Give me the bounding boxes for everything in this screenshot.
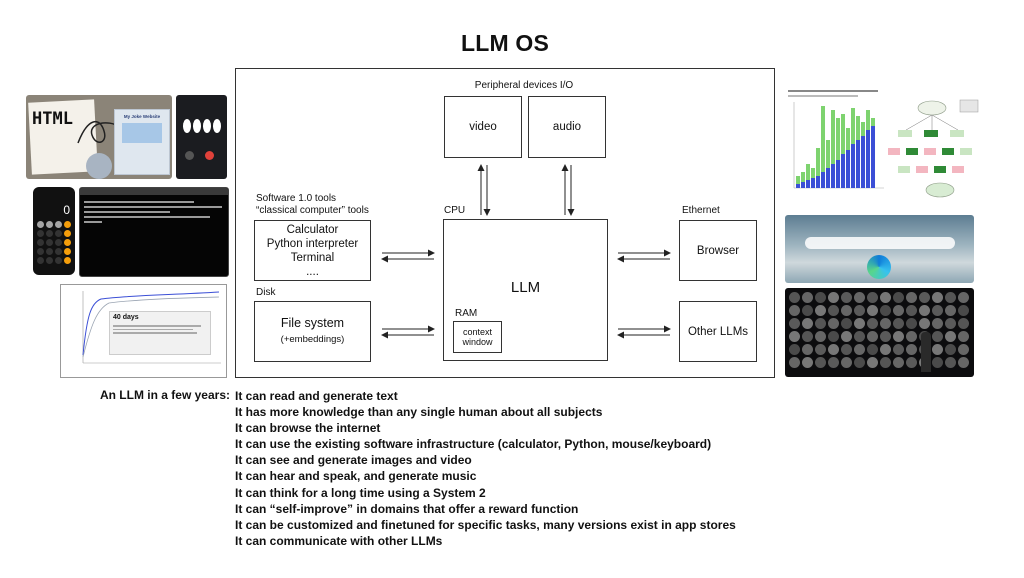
- tool-ellipsis: ....: [306, 265, 319, 278]
- capability-item: It can hear and speak, and generate musi…: [235, 469, 477, 484]
- llm-label: LLM: [510, 279, 541, 296]
- calculator-thumbnail: 0: [33, 187, 75, 275]
- chart-info-card: 40 days: [109, 311, 211, 355]
- capability-item: It can think for a long time using a Sys…: [235, 485, 486, 500]
- mini-line-chart: [82, 291, 221, 364]
- sketch-to-website-thumbnail: HTML My Joke Website: [26, 95, 172, 179]
- tree-of-thoughts-diagram: [888, 99, 979, 198]
- llm-os-frame: [235, 68, 775, 378]
- capabilities-lead: An LLM in a few years:: [99, 388, 230, 402]
- mute-icon: [185, 151, 194, 160]
- capability-item: It can see and generate images and video: [235, 453, 472, 468]
- capability-item: It has more knowledge than any single hu…: [235, 405, 603, 420]
- sketch-html-text: HTML: [32, 109, 73, 129]
- file-system-box: File system (+embeddings): [254, 301, 371, 362]
- audio-box: audio: [528, 96, 606, 158]
- website-preview: My Joke Website: [114, 109, 170, 175]
- video-box: video: [444, 96, 522, 158]
- other-llms-label: Other LLMs: [687, 325, 749, 338]
- file-system-sub: (+embeddings): [280, 334, 345, 345]
- capability-item: It can be customized and finetuned for s…: [235, 517, 736, 532]
- capability-item: It can read and generate text: [235, 389, 398, 403]
- browser-box: Browser: [679, 220, 757, 281]
- browser-label: Browser: [696, 244, 740, 257]
- presenter-figure: [921, 332, 931, 372]
- ram-label: RAM: [455, 308, 478, 319]
- disk-label: Disk: [256, 287, 276, 298]
- browser-logo-thumbnail: [785, 215, 974, 283]
- peripheral-label: Peripheral devices I/O: [474, 80, 574, 91]
- terminal-thumbnail: [79, 187, 229, 277]
- video-label: video: [469, 121, 497, 133]
- hangup-icon: [205, 151, 214, 160]
- capability-item: It can browse the internet: [235, 421, 381, 436]
- context-window-label: context window: [462, 327, 493, 347]
- sketch-scribble-icon: [77, 121, 121, 144]
- slide-title: LLM OS: [460, 30, 550, 56]
- context-window-box: context window: [453, 321, 502, 353]
- file-system-label: File system: [280, 316, 345, 330]
- capabilities-list: It can read and generate text It has mor…: [235, 388, 736, 549]
- calculator-display: 0: [63, 203, 70, 217]
- capability-item: It can use the existing software infrast…: [235, 437, 712, 452]
- software-tools-label: Software 1.0 tools “classical computer” …: [256, 193, 369, 216]
- other-llms-box: Other LLMs: [679, 301, 757, 362]
- tool-python: Python interpreter: [266, 237, 359, 250]
- alphazero-chart-thumbnail: 40 days: [60, 284, 227, 378]
- voice-call-thumbnail: [176, 95, 227, 179]
- capability-item: It can communicate with other LLMs: [235, 533, 443, 548]
- capability-item: It can “self-improve” in domains that of…: [235, 501, 579, 516]
- app-store-grid-thumbnail: [785, 288, 974, 377]
- tool-calculator: Calculator: [286, 223, 339, 236]
- llm-box: LLM: [443, 219, 608, 361]
- tool-terminal: Terminal: [290, 251, 335, 264]
- ethernet-label: Ethernet: [682, 205, 720, 216]
- edge-browser-icon: [867, 255, 891, 279]
- audio-label: audio: [552, 121, 582, 133]
- exam-results-tree-thumbnail: [784, 88, 984, 208]
- search-bar: [805, 237, 955, 249]
- mini-bar-chart: [793, 102, 884, 189]
- software-tools-box: Calculator Python interpreter Terminal .…: [254, 220, 371, 281]
- cpu-label: CPU: [444, 205, 466, 216]
